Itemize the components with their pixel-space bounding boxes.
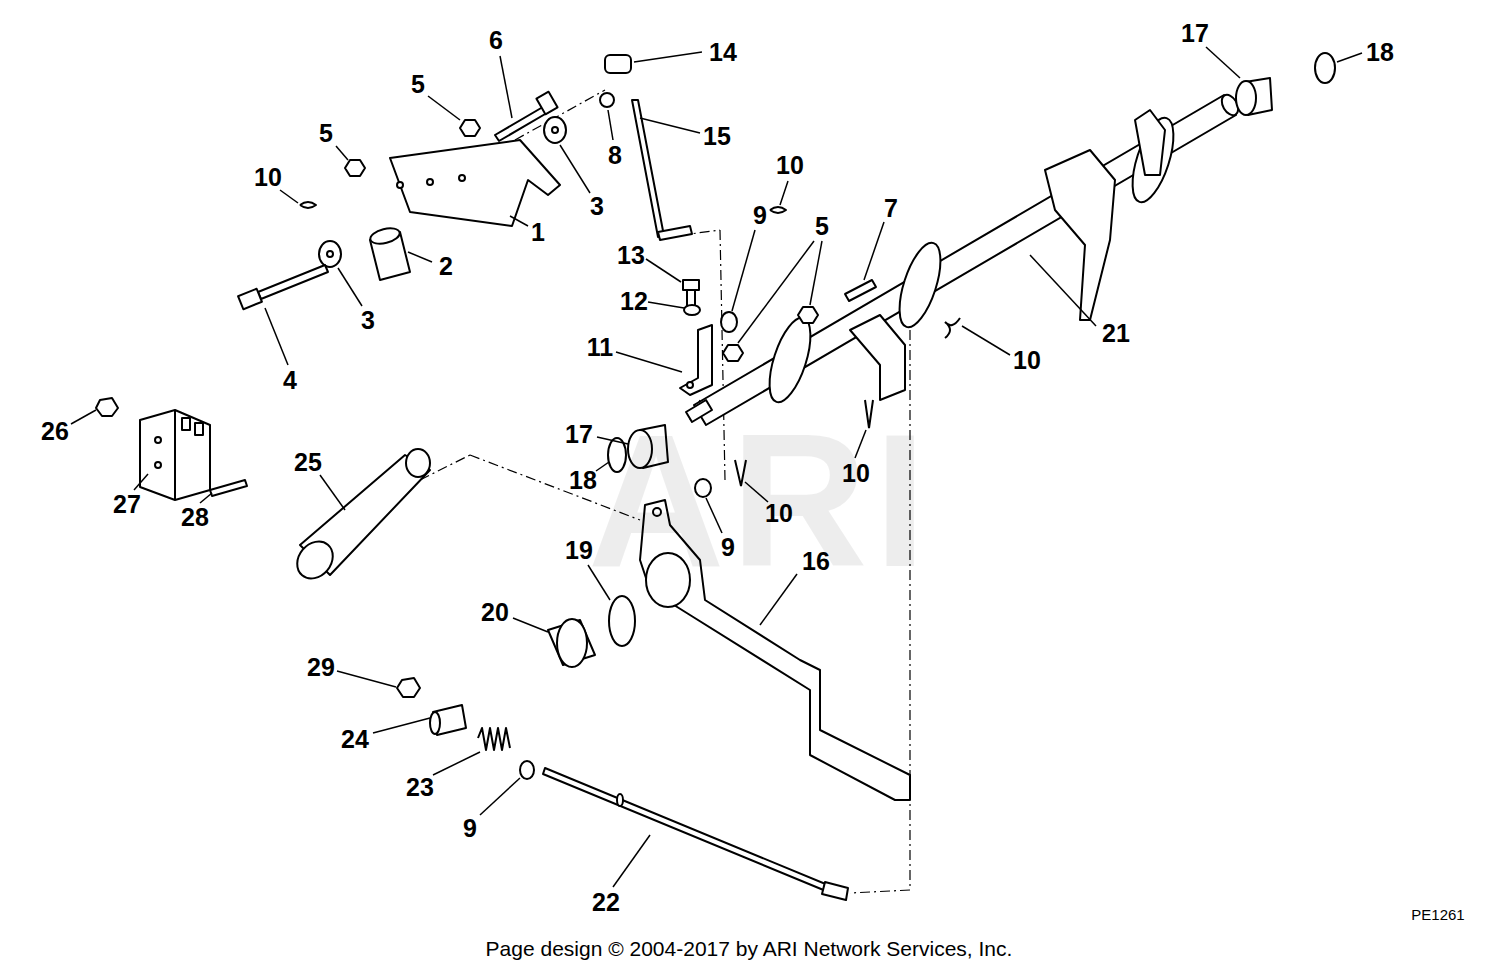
callout-number: 2 <box>439 254 453 279</box>
callout-number: 17 <box>1181 21 1209 46</box>
callout-number: 26 <box>41 419 69 444</box>
callout-number: 27 <box>113 492 141 517</box>
callout-number: 28 <box>181 505 209 530</box>
callout-number: 13 <box>617 243 645 268</box>
callout-number: 12 <box>620 289 648 314</box>
callout-number: 7 <box>884 196 898 221</box>
drawing-code: PE1261 <box>1411 907 1464 922</box>
callout-number: 29 <box>307 655 335 680</box>
callout-number: 24 <box>341 727 369 752</box>
callout-number: 5 <box>319 121 333 146</box>
callout-number: 22 <box>592 890 620 915</box>
callout-number: 5 <box>815 214 829 239</box>
callout-number: 21 <box>1102 321 1130 346</box>
callout-number: 10 <box>776 153 804 178</box>
callout-number: 9 <box>753 203 767 228</box>
callout-number: 20 <box>481 600 509 625</box>
callout-number: 9 <box>463 816 477 841</box>
callout-number: 15 <box>703 124 731 149</box>
callout-number: 14 <box>709 40 737 65</box>
callout-number: 3 <box>590 194 604 219</box>
callout-number: 23 <box>406 775 434 800</box>
callout-number: 3 <box>361 308 375 333</box>
page-caption: Page design © 2004-2017 by ARI Network S… <box>486 938 1013 959</box>
callout-number: 10 <box>1013 348 1041 373</box>
watermark: ARI <box>587 405 932 595</box>
callout-number: 5 <box>411 72 425 97</box>
callout-number: 11 <box>587 335 613 360</box>
callout-number: 25 <box>294 450 322 475</box>
callout-number: 8 <box>608 143 622 168</box>
callout-number: 10 <box>254 165 282 190</box>
callout-number: 18 <box>1366 40 1394 65</box>
callout-number: 4 <box>283 368 297 393</box>
callout-number: 6 <box>489 28 503 53</box>
callout-number: 1 <box>531 220 545 245</box>
